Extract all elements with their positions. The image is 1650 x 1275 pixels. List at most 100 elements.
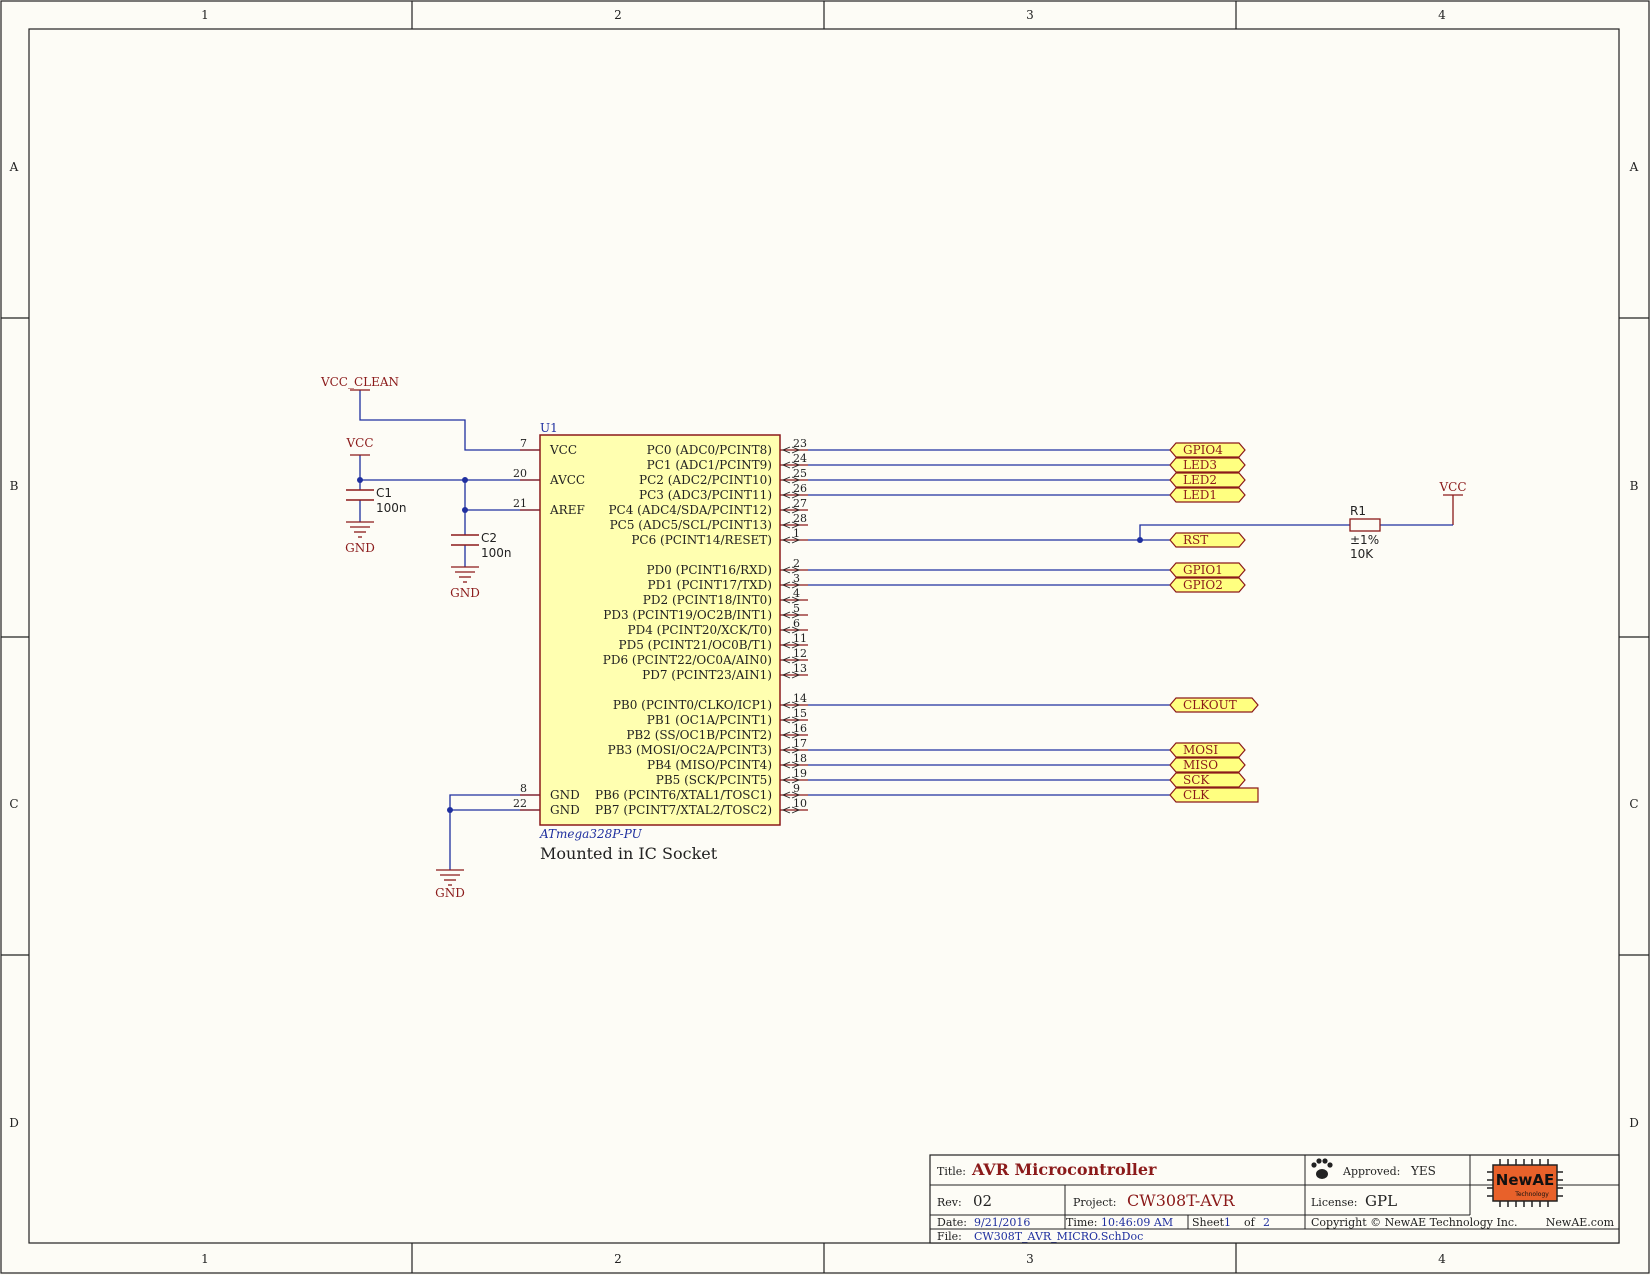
net-port-label: MISO — [1183, 758, 1218, 772]
r1-ref: R1 — [1350, 504, 1366, 518]
net-ports: GPIO4LED3LED2LED1RSTGPIO1GPIO2CLKOUTMOSI… — [808, 442, 1259, 803]
date-label: Date: — [937, 1216, 967, 1229]
pin-number: 14 — [793, 692, 807, 705]
pin-name: PC0 (ADC0/PCINT8) — [647, 443, 772, 457]
pin-name: PC6 (PCINT14/RESET) — [631, 533, 772, 547]
pin-name: PD3 (PCINT19/OC2B/INT1) — [603, 608, 772, 622]
net-port-label: CLKOUT — [1183, 698, 1237, 712]
chip-body — [539, 434, 781, 826]
net-port-label: GPIO4 — [1183, 443, 1223, 457]
net-port-sck — [1169, 772, 1246, 788]
approved-label: Approved: — [1342, 1165, 1400, 1178]
gnd-symbol-c2 — [451, 566, 479, 583]
gnd-label-c2: GND — [450, 586, 480, 600]
pin-name: PD6 (PCINT22/OC0A/AIN0) — [603, 653, 772, 667]
pin-name: GND — [550, 803, 580, 817]
r1-tolerance: ±1% — [1350, 533, 1379, 547]
pin-name: AVCC — [549, 473, 585, 487]
vcc-symbol-right: VCC — [1438, 480, 1467, 525]
pin-name: PD4 (PCINT20/XCK/T0) — [628, 623, 772, 637]
net-port-gpio2 — [1169, 577, 1246, 593]
pin-number: 22 — [513, 797, 527, 810]
time-label: Time: — [1066, 1216, 1098, 1229]
zone-row-d-right: D — [1629, 1116, 1639, 1130]
date-value: 9/21/2016 — [974, 1216, 1030, 1229]
pin-name: PD0 (PCINT16/RXD) — [646, 563, 772, 577]
logo-sub-text: Technology — [1514, 1191, 1549, 1198]
zone-row-b-right: B — [1630, 479, 1639, 493]
project-label: Project: — [1073, 1196, 1117, 1209]
license-value: GPL — [1365, 1192, 1397, 1210]
logo-main-text: NewAE — [1496, 1171, 1554, 1189]
pin-number: 2 — [793, 557, 800, 570]
rev-label: Rev: — [937, 1196, 962, 1209]
pin-name: PD1 (PCINT17/TXD) — [648, 578, 773, 592]
c1-ref: C1 — [376, 486, 392, 500]
zone-row-c-left: C — [9, 797, 18, 811]
pin-number: 13 — [793, 662, 807, 675]
pin-name: PC4 (ADC4/SDA/PCINT12) — [608, 503, 772, 517]
pin-number: 15 — [793, 707, 807, 720]
gnd-label-c1: GND — [345, 541, 375, 555]
net-port-rst — [1169, 532, 1246, 548]
zone-row-d-left: D — [9, 1116, 19, 1130]
paw-icon — [1311, 1158, 1333, 1179]
license-label: License: — [1311, 1196, 1357, 1209]
zone-row-a-left: A — [9, 160, 19, 174]
zone-col-1-top: 1 — [201, 8, 209, 22]
zone-col-4-top: 4 — [1438, 8, 1446, 22]
pin-number: 5 — [793, 602, 800, 615]
net-port-clk — [1169, 787, 1259, 803]
pin-number: 9 — [793, 782, 800, 795]
pin-name: PC5 (ADC5/SCL/PCINT13) — [610, 518, 772, 532]
c2-ref: C2 — [481, 531, 497, 545]
gnd-symbol-c1 — [346, 521, 374, 538]
c1-value: 100n — [376, 501, 407, 515]
chip-note: Mounted in IC Socket — [540, 844, 718, 863]
zone-row-c-right: C — [1629, 797, 1638, 811]
file-label: File: — [937, 1230, 962, 1243]
pin-number: 12 — [793, 647, 807, 660]
zone-col-3-top: 3 — [1026, 8, 1034, 22]
pin-number: 11 — [793, 632, 807, 645]
pin-name: AREF — [549, 503, 585, 517]
pin-number: 8 — [520, 782, 527, 795]
copyright-text: Copyright © NewAE Technology Inc. — [1311, 1216, 1518, 1229]
chip-right-pin: 5 PD3 (PCINT19/OC2B/INT1) — [603, 602, 808, 622]
pin-number: 1 — [793, 527, 800, 540]
net-port-label: GPIO2 — [1183, 578, 1223, 592]
net-port-label: LED1 — [1183, 488, 1217, 502]
chip-right-pin: 12 PD6 (PCINT22/OC0A/AIN0) — [603, 647, 808, 667]
title-block: Title: AVR Microcontroller Approved: YES… — [929, 1154, 1620, 1244]
pin-number: 27 — [793, 497, 807, 510]
vcc-label-left: VCC — [345, 436, 373, 450]
sheet-count: 2 — [1263, 1216, 1270, 1229]
pin-number: 17 — [793, 737, 807, 750]
zone-col-1-bottom: 1 — [201, 1252, 209, 1266]
vcc-label-right: VCC — [1438, 480, 1466, 494]
pin-name: PB5 (SCK/PCINT5) — [656, 773, 772, 787]
net-port-miso — [1169, 757, 1246, 773]
of-label: of — [1244, 1216, 1256, 1229]
net-port-label: RST — [1183, 533, 1208, 547]
pin-number: 24 — [793, 452, 807, 465]
pin-name: PB7 (PCINT7/XTAL2/TOSC2) — [595, 803, 772, 817]
pin-name: PB4 (MISO/PCINT4) — [647, 758, 772, 772]
vcc-clean-symbol: VCC_CLEAN — [320, 375, 399, 391]
net-port-label: GPIO1 — [1183, 563, 1223, 577]
pin-name: PC2 (ADC2/PCINT10) — [639, 473, 772, 487]
pin-name: PD2 (PCINT18/INT0) — [643, 593, 772, 607]
